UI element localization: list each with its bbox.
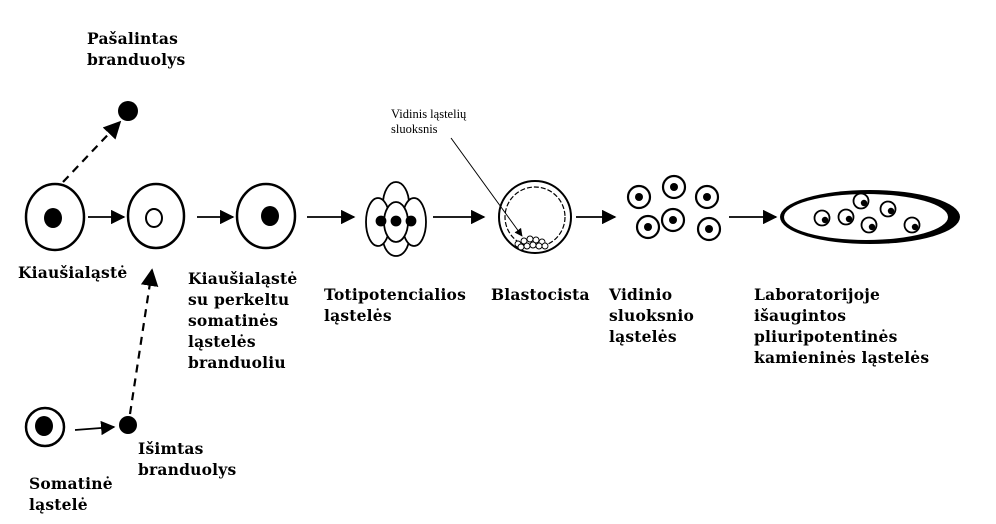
lab-grown-label: Laboratorijoje išaugintos pliuripotentin…	[754, 284, 929, 368]
blastocyst-line-1: Blastocista	[491, 285, 590, 304]
inner-layer-cells-line-3: ląstelės	[609, 327, 677, 346]
somatic-cell-icon	[24, 406, 66, 448]
inner-layer-cells-icon	[626, 174, 722, 242]
inner-layer-cells-label: Vidinio sluoksnio ląstelės	[609, 284, 694, 347]
egg-with-transfer-line-2: su perkeltu	[188, 290, 290, 309]
somatic-cell-label: Somatinė ląstelė	[29, 473, 113, 515]
lab-grown-line-3: pliuripotentinės	[754, 327, 898, 346]
removed-nucleus-line-1: Pašalintas	[87, 29, 179, 48]
inner-layer-cells-line-1: Vidinio	[609, 285, 673, 304]
removed-nucleus-dot	[118, 101, 138, 121]
egg-with-transfer-line-5: branduoliu	[188, 353, 286, 372]
egg-cell-label: Kiaušialąstė	[18, 262, 127, 283]
somatic-cell-line-2: ląstelė	[29, 495, 88, 514]
egg-cell-icon	[24, 182, 86, 252]
egg-with-transfer-line-3: somatinės	[188, 311, 279, 330]
inner-cell-mass-pointer	[450, 137, 523, 237]
extracted-nucleus-line-2: branduolys	[138, 460, 237, 479]
extracted-nucleus-dot	[119, 416, 137, 434]
dashed-arrow-to-removed-nucleus	[62, 120, 122, 183]
lab-grown-line-4: kamieninės ląstelės	[754, 348, 930, 367]
inner-layer-cells-line-2: sluoksnio	[609, 306, 694, 325]
egg-cell-line-1: Kiaušialąstė	[18, 263, 128, 282]
somatic-cell-line-1: Somatinė	[29, 474, 113, 493]
totipotent-line-1: Totipotencialios	[324, 285, 467, 304]
totipotent-label: Totipotencialios ląstelės	[324, 284, 466, 326]
arrow-somatic-to-extracted-nucleus	[74, 420, 116, 436]
egg-with-transfer-line-1: Kiaušialąstė	[188, 269, 298, 288]
dashed-arrow-nucleus-transfer	[128, 268, 159, 415]
egg-with-transfer-label: Kiaušialąstė su perkeltu somatinės ląste…	[188, 268, 297, 373]
blastocyst-label: Blastocista	[491, 284, 590, 305]
totipotent-cells-icon	[365, 181, 427, 257]
enucleated-egg-icon	[126, 182, 186, 250]
inner-cell-mass-callout-line-2: sluoksnis	[391, 122, 438, 136]
totipotent-line-2: ląstelės	[324, 306, 392, 325]
lab-grown-line-2: išaugintos	[754, 306, 847, 325]
extracted-nucleus-label: Išimtas branduolys	[138, 438, 236, 480]
extracted-nucleus-line-1: Išimtas	[138, 439, 204, 458]
egg-with-transfer-line-4: ląstelės	[188, 332, 256, 351]
egg-with-transferred-nucleus-icon	[235, 182, 297, 250]
inner-cell-mass-callout-label: Vidinis ląstelių sluoksnis	[391, 107, 466, 137]
blastocyst-icon	[498, 180, 572, 254]
inner-cell-mass-callout-line-1: Vidinis ląstelių	[391, 107, 467, 121]
lab-grown-line-1: Laboratorijoje	[754, 285, 881, 304]
culture-dish-icon	[780, 190, 960, 244]
removed-nucleus-label: Pašalintas branduolys	[87, 28, 185, 70]
removed-nucleus-line-2: branduolys	[87, 50, 186, 69]
